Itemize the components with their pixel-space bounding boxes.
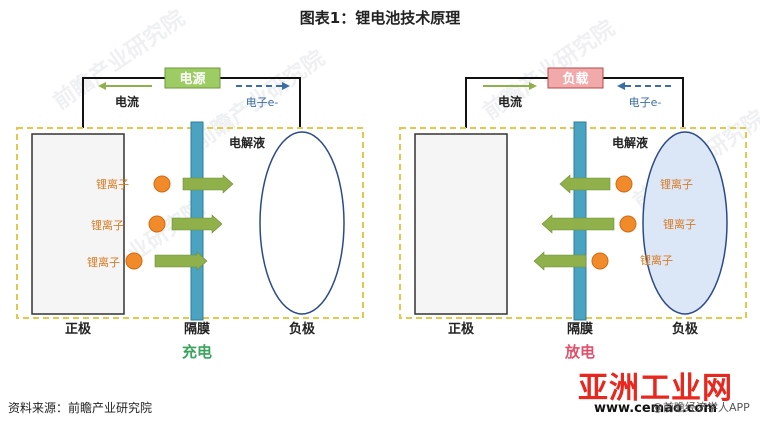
separator-label: 隔膜	[567, 321, 593, 337]
cathode-label: 正极	[65, 321, 92, 337]
lithium-ion	[591, 252, 609, 270]
load-box	[547, 67, 604, 89]
watermark-url: www.cemao.com	[594, 401, 718, 416]
cathode	[31, 133, 125, 315]
cathode-label: 正极	[448, 321, 475, 337]
charge-caption: 充电	[182, 343, 212, 361]
ion-migration-arrow	[171, 214, 223, 234]
lithium-ion-label: 锂离子	[663, 217, 696, 231]
lithium-ion	[153, 175, 171, 193]
electrolyte-label: 电解液	[229, 135, 265, 150]
lithium-ion	[148, 215, 166, 233]
electron-label: 电子e-	[629, 96, 662, 109]
lithium-ion-label: 锂离子	[660, 177, 693, 191]
electrolyte-boundary	[399, 127, 747, 319]
panel-discharge: 负载电流电子e-电解液锂离子锂离子锂离子正极隔膜负极放电	[399, 67, 747, 361]
ion-migration-arrow	[541, 214, 615, 234]
separator-label: 隔膜	[184, 321, 210, 337]
anode	[259, 131, 345, 315]
current-label: 电流	[498, 94, 522, 109]
anode	[642, 131, 728, 315]
lithium-ion-label: 锂离子	[91, 218, 124, 232]
ion-migration-arrow	[154, 251, 208, 271]
lithium-ion-label: 锂离子	[96, 177, 129, 191]
ion-migration-arrow	[533, 251, 587, 271]
electrolyte-label: 电解液	[612, 135, 648, 150]
lithium-ion-label: 锂离子	[640, 253, 673, 267]
power-source-label: 电源	[179, 71, 205, 87]
current-arrow-head	[98, 82, 106, 90]
cathode	[414, 133, 508, 315]
discharge-caption: 放电	[564, 343, 595, 361]
lithium-ion-label: 锂离子	[87, 255, 120, 269]
power-source-box	[164, 67, 221, 89]
ion-migration-arrow	[182, 174, 234, 194]
page-title: 图表1：锂电池技术原理	[299, 9, 461, 27]
lithium-ion	[619, 215, 637, 233]
anode-label: 负极	[289, 321, 316, 337]
panel-charge: 电源电流电子e-电解液锂离子锂离子锂离子正极隔膜负极充电	[16, 67, 364, 361]
ion-migration-arrow	[559, 174, 611, 194]
lithium-ion	[615, 175, 633, 193]
lithium-ion	[125, 252, 143, 270]
load-label: 负载	[562, 71, 588, 87]
electron-arrow-head	[617, 82, 625, 90]
electron-label: 电子e-	[246, 96, 279, 109]
watermark-brand: 亚洲工业网	[578, 371, 733, 406]
electron-arrow-head	[282, 82, 290, 90]
electrolyte-boundary	[16, 127, 364, 319]
current-label: 电流	[115, 94, 139, 109]
source-note: 资料来源：前瞻产业研究院	[8, 401, 153, 415]
current-arrow-head	[529, 82, 537, 90]
watermark-app: @前瞻经济学人APP	[652, 401, 750, 414]
anode-label: 负极	[672, 321, 699, 337]
